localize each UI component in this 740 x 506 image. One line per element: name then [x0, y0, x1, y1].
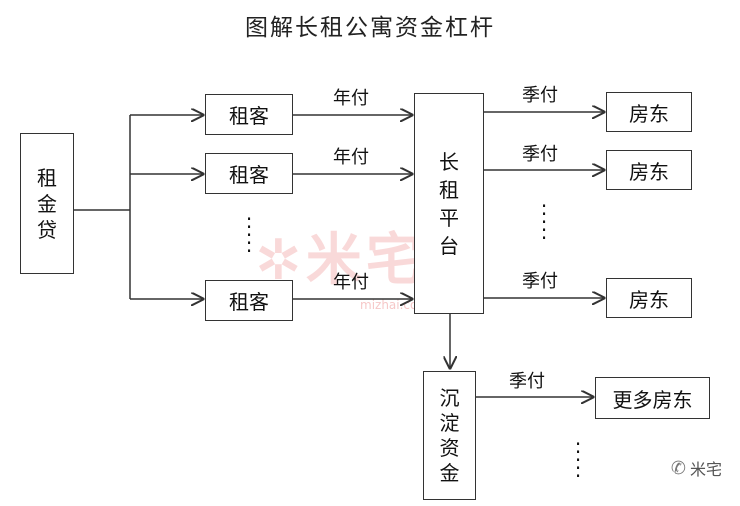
- node-tenant-1: 租客: [205, 94, 293, 135]
- diagram-title: 图解长租公寓资金杠杆: [245, 15, 495, 41]
- node-settled-funds-char-2: 淀: [439, 410, 460, 435]
- chat-bubble-icon: ✆: [670, 457, 686, 479]
- label-quarterly-pay-2: 季付: [522, 144, 558, 165]
- node-settled-funds-char-1: 沉: [439, 385, 460, 410]
- watermark-text: 米宅: [305, 228, 426, 293]
- source-badge: ✆ 米宅: [671, 456, 722, 480]
- landlord-ellipsis: ·····: [540, 194, 548, 250]
- node-rental-platform-char-3: 平: [439, 205, 459, 230]
- node-settled-funds-char-3: 资: [439, 435, 460, 460]
- node-rental-platform-char-4: 台: [439, 233, 459, 258]
- node-rental-platform: 长 租 平 台: [414, 93, 484, 314]
- node-tenant-2: 租客: [205, 153, 293, 194]
- node-landlord-1: 房东: [606, 92, 692, 132]
- node-rent-loan-char-2: 金: [37, 191, 57, 216]
- source-badge-text: 米宅: [689, 460, 722, 479]
- watermark-logo: ✲米宅: [255, 215, 426, 296]
- label-quarterly-pay-4: 季付: [509, 371, 545, 392]
- node-rental-platform-char-1: 长: [439, 149, 459, 174]
- node-settled-funds: 沉 淀 资 金: [423, 371, 476, 500]
- tenant-ellipsis: ·····: [245, 207, 253, 263]
- node-rent-loan: 租 金 贷: [20, 133, 74, 274]
- label-quarterly-pay-1: 季付: [522, 85, 558, 106]
- node-rental-platform-char-2: 租: [439, 177, 459, 202]
- label-annual-pay-1: 年付: [333, 88, 369, 109]
- node-landlord-2: 房东: [606, 150, 692, 190]
- label-annual-pay-3: 年付: [333, 272, 369, 293]
- node-tenant-3: 租客: [205, 280, 293, 321]
- label-annual-pay-2: 年付: [333, 147, 369, 168]
- node-landlord-3: 房东: [606, 278, 692, 318]
- more-landlords-ellipsis: ·····: [574, 432, 582, 488]
- node-rent-loan-char-1: 租: [37, 165, 57, 190]
- node-settled-funds-char-4: 金: [439, 460, 460, 485]
- label-quarterly-pay-3: 季付: [522, 271, 558, 292]
- node-rent-loan-char-3: 贷: [37, 217, 57, 242]
- node-more-landlords: 更多房东: [595, 377, 710, 419]
